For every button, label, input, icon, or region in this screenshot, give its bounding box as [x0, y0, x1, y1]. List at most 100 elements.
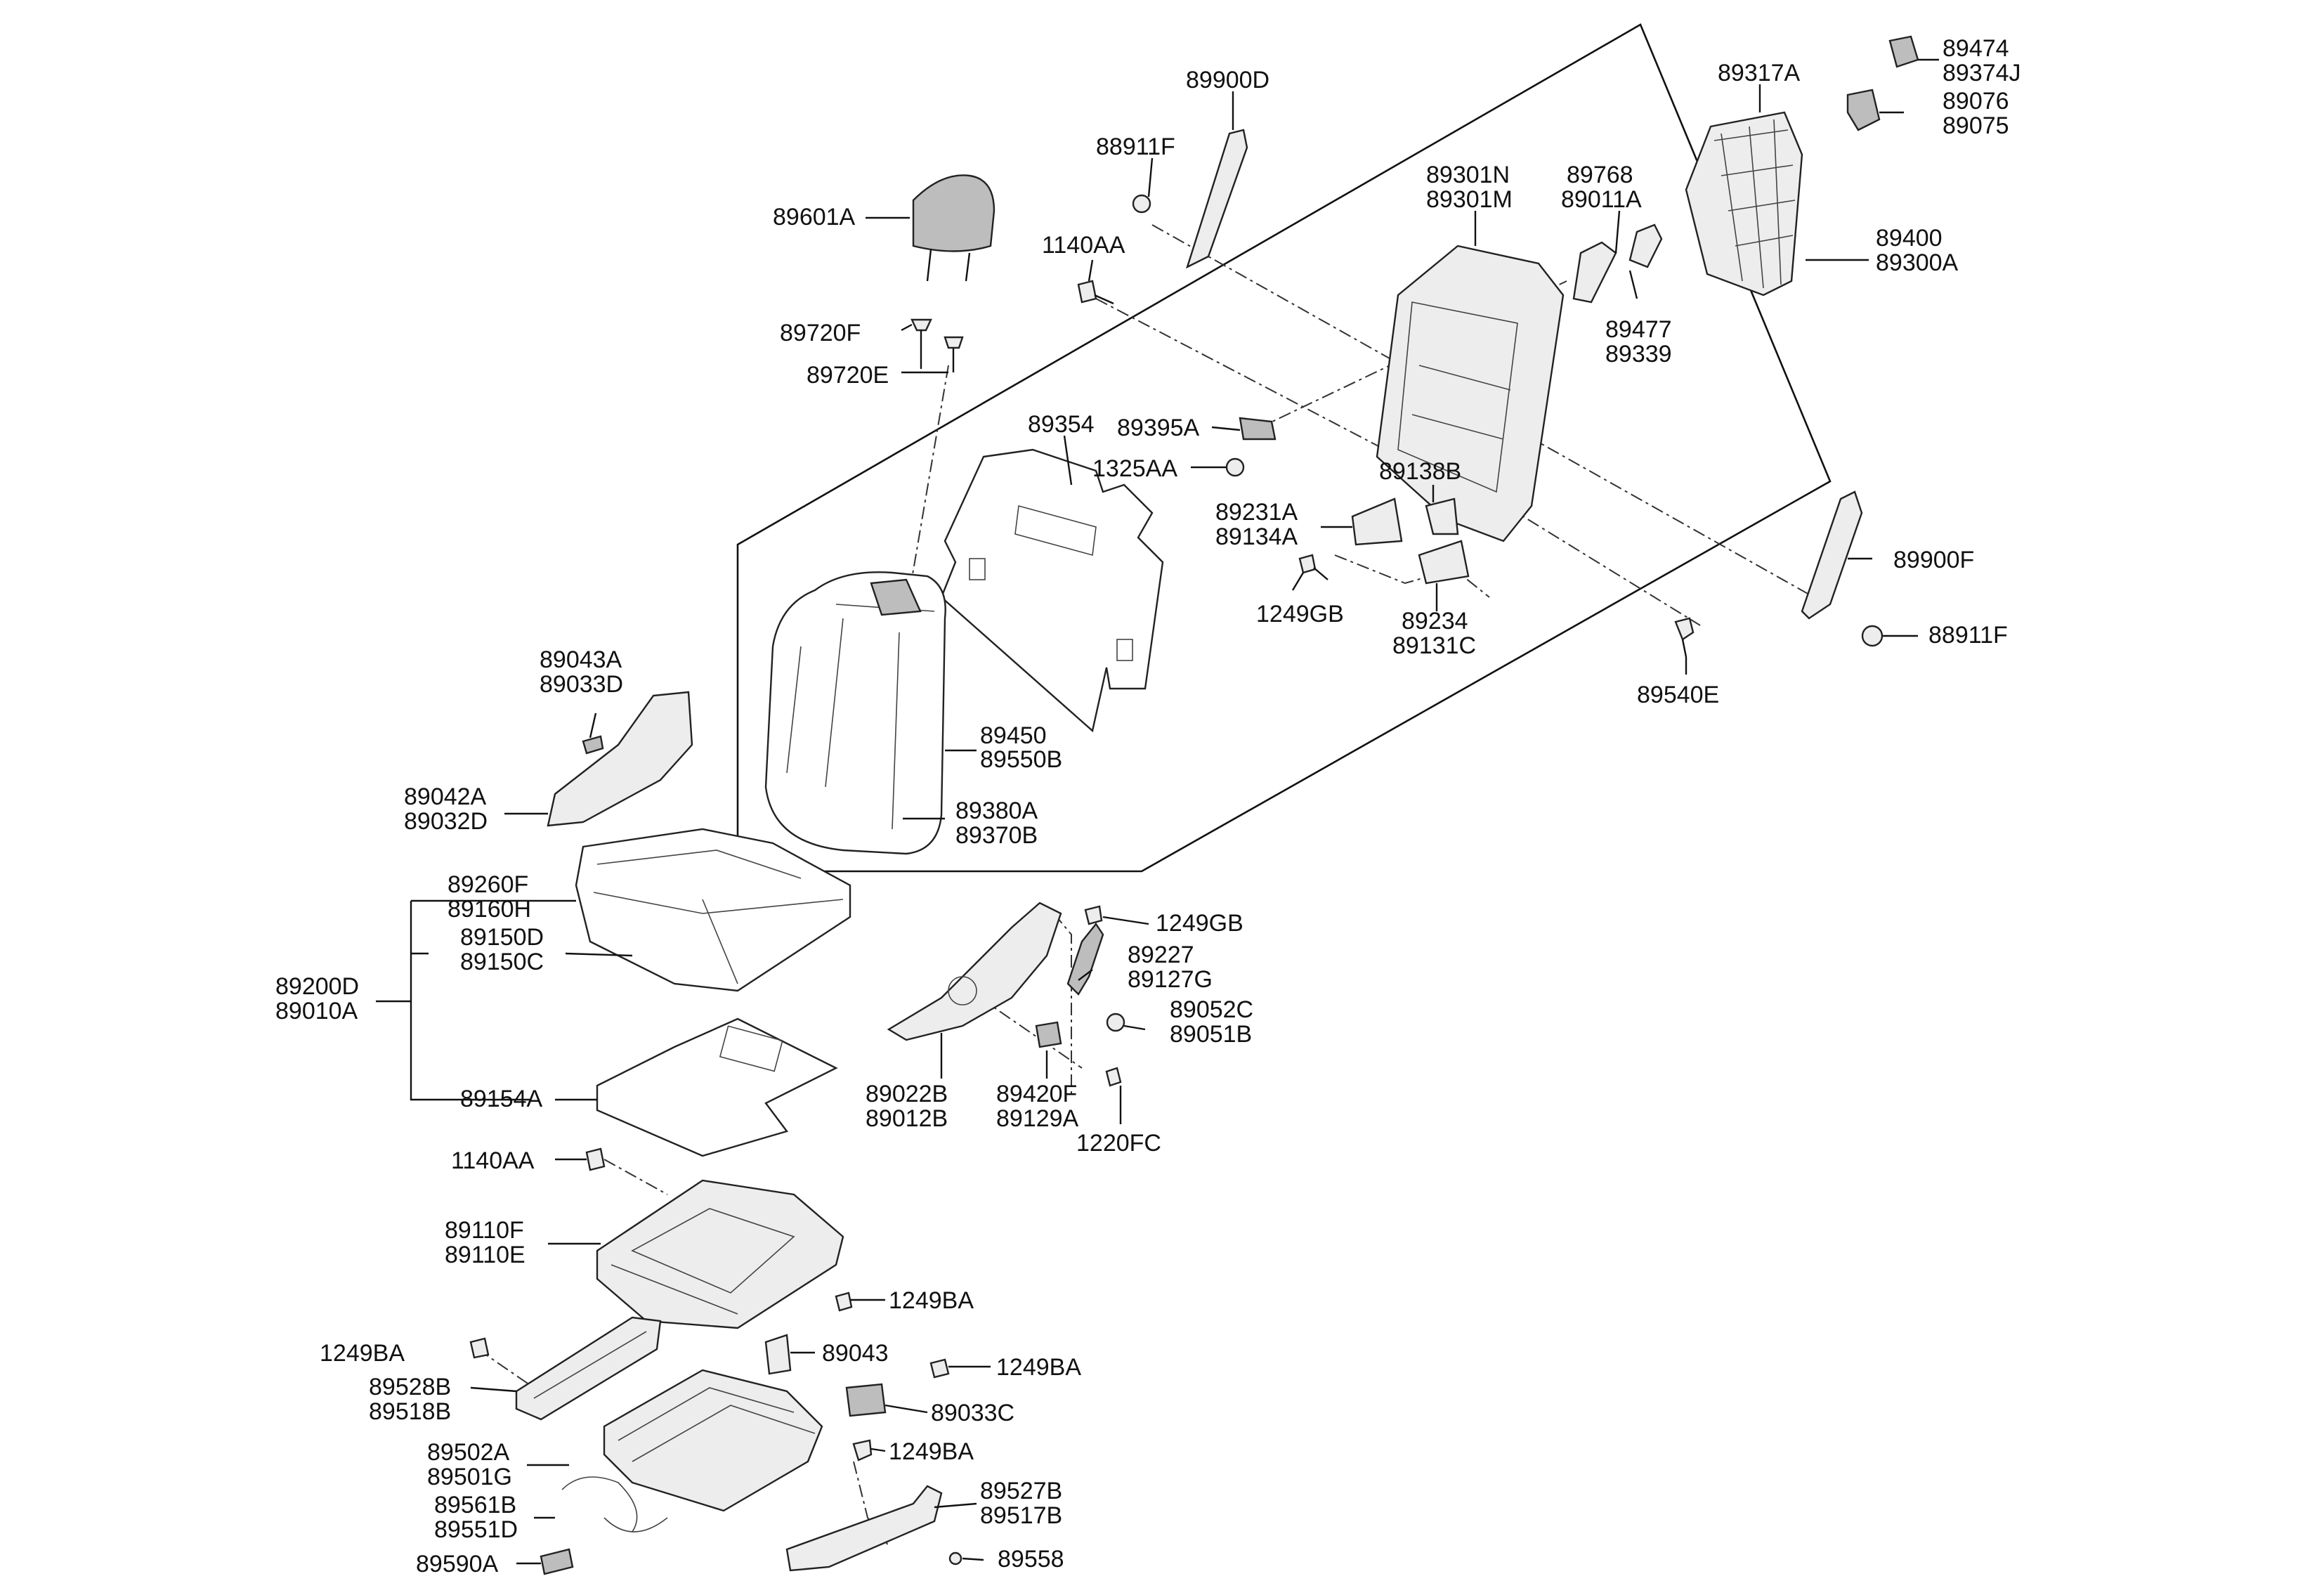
- label-89517B: 89517B: [980, 1502, 1062, 1529]
- switch-89033C-shape: [845, 1383, 887, 1417]
- connector-89590A-shape: [540, 1548, 574, 1575]
- label-89558: 89558: [998, 1546, 1064, 1573]
- label-89127G: 89127G: [1128, 966, 1213, 993]
- label-89300A: 89300A: [1876, 249, 1959, 276]
- label-89110E: 89110E: [445, 1242, 525, 1268]
- side-trim-89528B-shape: [515, 1316, 662, 1421]
- wiring-89561B-shape: [561, 1476, 668, 1532]
- label-89051B: 89051B: [1170, 1021, 1252, 1048]
- side-cover-89043A-shape: [547, 691, 693, 827]
- label-1249BA-a: 1249BA: [889, 1287, 974, 1314]
- grommet-89558-shape: [948, 1551, 962, 1566]
- label-89528B: 89528B: [369, 1374, 451, 1400]
- lever-89227-shape: [1066, 922, 1104, 996]
- label-89768: 89768: [1567, 162, 1633, 188]
- label-89052C: 89052C: [1170, 996, 1253, 1023]
- guide-89720E-shape: [944, 336, 964, 349]
- label-89502A: 89502A: [427, 1439, 510, 1466]
- label-89022B: 89022B: [866, 1081, 948, 1107]
- label-89501G: 89501G: [427, 1464, 512, 1490]
- label-89395A: 89395A: [1117, 415, 1200, 441]
- label-1249GB-low: 1249GB: [1156, 910, 1243, 937]
- back-panel-shape: [1685, 111, 1803, 297]
- label-89317A: 89317A: [1718, 60, 1801, 86]
- label-89450: 89450: [980, 722, 1047, 749]
- label-89540E: 89540E: [1637, 682, 1719, 708]
- cap-89474-shape: [1888, 35, 1919, 68]
- side-trim-89527B-shape: [785, 1485, 943, 1572]
- seat-frame-shape: [596, 1179, 844, 1329]
- label-89301M: 89301M: [1426, 186, 1513, 213]
- label-89150D: 89150D: [460, 924, 544, 951]
- label-89043: 89043: [822, 1340, 889, 1367]
- bolt-1249BA-d-shape: [852, 1439, 873, 1462]
- pin-88911F-right-shape: [1861, 625, 1884, 647]
- bracket-89231A-shape: [1351, 497, 1403, 546]
- label-89043A: 89043A: [540, 646, 622, 673]
- label-89138B: 89138B: [1379, 458, 1461, 485]
- seatback-cushion-shape: [764, 571, 946, 855]
- cap-89076-shape: [1846, 89, 1881, 131]
- headrest-guide-hole-shape: [870, 578, 922, 616]
- bolt-1249BA-b-shape: [469, 1337, 490, 1359]
- label-89477: 89477: [1605, 316, 1672, 343]
- label-89550B: 89550B: [980, 746, 1062, 773]
- label-89301N: 89301N: [1426, 162, 1510, 188]
- label-89131C: 89131C: [1392, 632, 1476, 659]
- bracket-89138B-shape: [1425, 497, 1459, 535]
- label-89012B: 89012B: [866, 1105, 948, 1132]
- label-89110F: 89110F: [445, 1217, 524, 1244]
- washer-89052C-shape: [1106, 1013, 1125, 1032]
- label-89551D: 89551D: [434, 1516, 518, 1543]
- seat-pad-shape: [596, 1017, 838, 1157]
- label-89420F: 89420F: [996, 1081, 1077, 1107]
- label-89339: 89339: [1605, 341, 1672, 367]
- nut-1325AA-shape: [1225, 457, 1245, 477]
- label-89076: 89076: [1943, 88, 2009, 115]
- headrest-shape: [912, 174, 995, 252]
- bracket-89477-shape: [1628, 223, 1663, 268]
- label-1249BA-b: 1249BA: [320, 1340, 405, 1367]
- label-89150C: 89150C: [460, 949, 544, 975]
- label-89134A: 89134A: [1215, 523, 1298, 550]
- clip-89420F-shape: [1035, 1021, 1062, 1048]
- backrest-sheet-shape: [940, 448, 1164, 733]
- label-1140AA-top: 1140AA: [1042, 232, 1125, 259]
- label-89129A: 89129A: [996, 1105, 1079, 1132]
- pin-88911F-top-shape: [1132, 194, 1151, 214]
- label-88911F-right: 88911F: [1928, 622, 2008, 649]
- label-88911F-top: 88911F: [1096, 134, 1175, 160]
- label-89011A: 89011A: [1561, 186, 1642, 213]
- bolt-1249BA-a-shape: [835, 1291, 853, 1312]
- label-1220FC: 1220FC: [1076, 1130, 1161, 1157]
- label-89160H: 89160H: [448, 896, 531, 923]
- part-labels: 89474 89374J 89076 89075 89900D 89317A 8…: [275, 35, 2021, 1577]
- screw-1220FC-shape: [1105, 1067, 1122, 1087]
- label-89370B: 89370B: [955, 822, 1038, 849]
- label-89200D: 89200D: [275, 973, 359, 1000]
- label-89900D: 89900D: [1186, 67, 1269, 93]
- bolt-89540E-shape: [1674, 617, 1695, 641]
- seat-cushion-shape: [575, 828, 851, 992]
- label-89154A: 89154A: [460, 1086, 543, 1112]
- label-1249GB-mid: 1249GB: [1256, 601, 1344, 627]
- leader-lines: [376, 58, 1939, 1565]
- label-89720E: 89720E: [807, 362, 889, 389]
- guide-89720F-shape: [910, 318, 932, 332]
- label-89042A: 89042A: [404, 783, 487, 810]
- label-89260F: 89260F: [448, 871, 528, 898]
- bracket-89234-shape: [1418, 540, 1470, 585]
- label-89010A: 89010A: [275, 998, 358, 1024]
- clip-89395A-shape: [1239, 417, 1277, 441]
- label-89354: 89354: [1028, 411, 1095, 438]
- label-89234: 89234: [1402, 608, 1468, 634]
- label-89032D: 89032D: [404, 808, 488, 835]
- seat-track-shape: [603, 1369, 823, 1512]
- label-89033C: 89033C: [931, 1400, 1014, 1426]
- label-89601A: 89601A: [773, 204, 856, 230]
- parts: [469, 35, 1919, 1575]
- label-89518B: 89518B: [369, 1398, 451, 1425]
- label-89474: 89474: [1943, 35, 2009, 62]
- seatback-assembly-outline: [736, 23, 1832, 873]
